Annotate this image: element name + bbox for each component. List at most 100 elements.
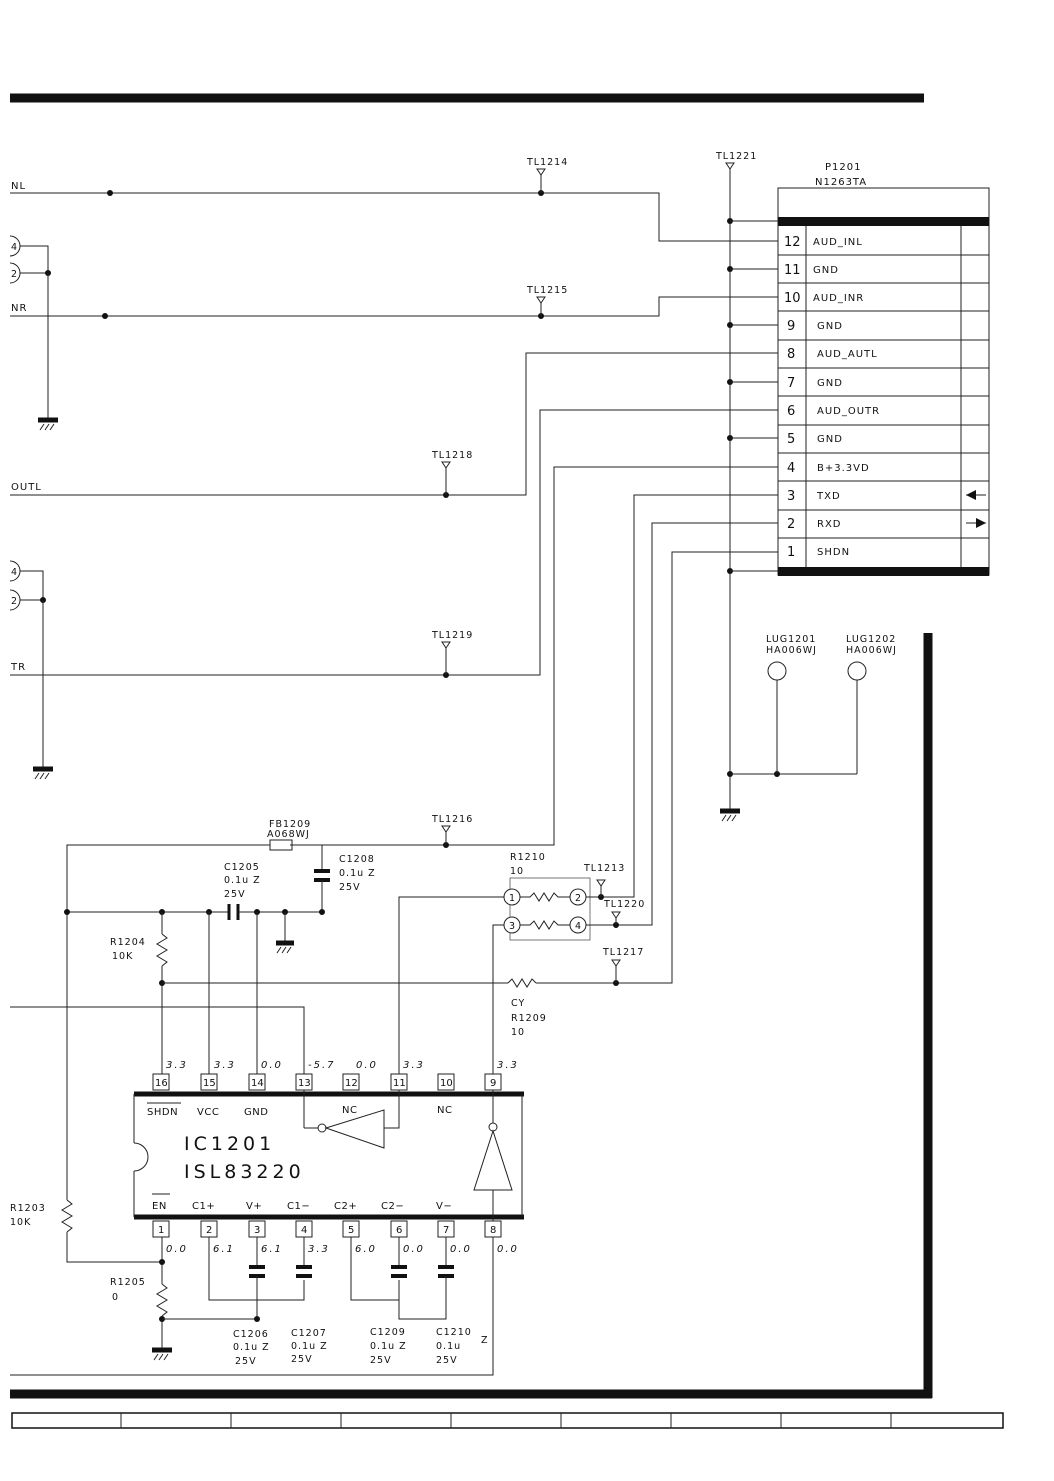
net-aud-inr bbox=[10, 296, 778, 319]
connector-pin-5-num: 5 bbox=[787, 432, 795, 447]
rxd-direction-arrow-icon bbox=[966, 518, 986, 528]
net-pin8-gnd bbox=[10, 1237, 494, 1376]
voltage-pin-13: -5.7 bbox=[308, 1060, 336, 1071]
test-point-tl1214 bbox=[536, 168, 546, 176]
r1210-val: 10 bbox=[510, 866, 524, 877]
r1210-pin-2: 2 bbox=[575, 893, 582, 904]
c1210-val: 0.1u bbox=[436, 1341, 461, 1352]
ic-pin-10: 10 bbox=[440, 1078, 453, 1089]
r1210-pin-3: 3 bbox=[509, 921, 516, 932]
net-aud-outl bbox=[10, 352, 778, 498]
ic-pin-8: 8 bbox=[490, 1225, 496, 1236]
voltage-pin-8: 0.0 bbox=[497, 1244, 519, 1255]
r1203-ref: R1203 bbox=[10, 1203, 46, 1214]
ic-signal-c1m: C1− bbox=[287, 1201, 310, 1212]
ic-pin-13: 13 bbox=[298, 1078, 311, 1089]
connector-pin-3-name: TXD bbox=[816, 491, 841, 502]
net-shdn bbox=[162, 551, 778, 988]
c1209-ref: C1209 bbox=[370, 1327, 406, 1338]
ic-top-pins bbox=[152, 1073, 502, 1091]
ic-signal-nc-10: NC bbox=[437, 1105, 452, 1116]
test-point-tl1216 bbox=[441, 825, 451, 833]
c1206-volt: 25V bbox=[235, 1356, 257, 1367]
connector-ref: P1201 bbox=[825, 162, 861, 173]
ic-pin-15: 15 bbox=[203, 1078, 216, 1089]
ic-part: ISL83220 bbox=[184, 1161, 305, 1183]
lug1202 bbox=[847, 661, 867, 774]
voltage-pin-1: 0.0 bbox=[166, 1244, 188, 1255]
c1208-ref: C1208 bbox=[339, 854, 375, 865]
test-point-label-tl1221: TL1221 bbox=[715, 151, 757, 162]
ic-pin-7: 7 bbox=[443, 1225, 449, 1236]
ic-signal-gnd: GND bbox=[244, 1107, 268, 1118]
jack-upper-pin-b: 2 bbox=[11, 269, 18, 280]
net-aud-inl bbox=[10, 175, 778, 242]
connector-pin-11-num: 11 bbox=[784, 263, 801, 278]
net-label-aud-outr: TR bbox=[10, 662, 26, 673]
net-label-aud-inr: NR bbox=[11, 303, 27, 314]
test-point-label-tl1219: TL1219 bbox=[431, 630, 473, 641]
net-aud-outr bbox=[10, 409, 778, 678]
connector-pin-7-name: GND bbox=[817, 378, 843, 389]
test-point-label-tl1216: TL1216 bbox=[431, 814, 473, 825]
fb1209-part: A068WJ bbox=[267, 829, 310, 840]
r1203-val: 10K bbox=[10, 1217, 31, 1228]
r1210-pin-1: 1 bbox=[509, 893, 516, 904]
test-point-tl1221 bbox=[725, 162, 735, 170]
connector-part: N1263TA bbox=[815, 177, 867, 188]
test-point-label-tl1215: TL1215 bbox=[526, 285, 568, 296]
connector-pin-1-name: SHDN bbox=[817, 547, 850, 558]
lug1202-part: HA006WJ bbox=[846, 645, 897, 656]
connector-pin-2-name: RXD bbox=[817, 519, 842, 530]
r1209-val: 10 bbox=[511, 1027, 525, 1038]
connector-pin-12-num: 12 bbox=[784, 235, 801, 250]
c1210-ref: C1210 bbox=[436, 1327, 472, 1338]
c1205-val: 0.1u Z bbox=[224, 875, 261, 886]
c1208-volt: 25V bbox=[339, 882, 361, 893]
resistor-r1205 bbox=[152, 1237, 257, 1361]
capacitor-c1206 bbox=[249, 1237, 265, 1322]
test-point-tl1213 bbox=[596, 879, 606, 887]
voltage-pin-12: 0.0 bbox=[356, 1060, 378, 1071]
net-rxd bbox=[492, 522, 778, 1074]
ic-signal-shdn: SHDN bbox=[147, 1107, 178, 1118]
ic-pin-14: 14 bbox=[251, 1078, 264, 1089]
c1209-volt: 25V bbox=[370, 1355, 392, 1366]
connector-pin-8-name: AUD_AUTL bbox=[817, 349, 878, 360]
net-txd bbox=[398, 494, 778, 1074]
test-point-label-tl1217: TL1217 bbox=[602, 947, 644, 958]
lug1201-part: HA006WJ bbox=[766, 645, 817, 656]
ic-signal-c2p: C2+ bbox=[334, 1201, 357, 1212]
connector-pin-6-num: 6 bbox=[787, 404, 795, 419]
ic-pin-9: 9 bbox=[490, 1078, 496, 1089]
capacitor-c1209 bbox=[350, 1237, 407, 1301]
connector-pin-6-name: AUD_OUTR bbox=[817, 406, 880, 417]
c1208-val: 0.1u Z bbox=[339, 868, 376, 879]
c1210-volt: 25V bbox=[436, 1355, 458, 1366]
test-point-label-tl1214: TL1214 bbox=[526, 157, 568, 168]
voltage-pin-14: 0.0 bbox=[261, 1060, 283, 1071]
connector-pin-1-num: 1 bbox=[787, 545, 795, 560]
r1209-note: CY bbox=[511, 998, 525, 1009]
ic-pin-4: 4 bbox=[301, 1225, 307, 1236]
net-b3v3 bbox=[66, 466, 778, 1200]
connector-pin-10-num: 10 bbox=[784, 291, 801, 306]
voltage-pin-7: 0.0 bbox=[450, 1244, 472, 1255]
connector-pin-9-name: GND bbox=[817, 321, 843, 332]
connector-pin-9-num: 9 bbox=[787, 319, 795, 334]
ic-bottom-pins bbox=[152, 1220, 502, 1238]
lug1201-ref: LUG1201 bbox=[766, 634, 816, 645]
voltage-pin-4: 3.3 bbox=[308, 1244, 330, 1255]
voltage-pin-11: 3.3 bbox=[403, 1060, 425, 1071]
net-label-aud-inl: NL bbox=[11, 181, 26, 192]
txd-direction-arrow-icon bbox=[966, 490, 986, 500]
c1210-z: Z bbox=[481, 1335, 489, 1346]
ic-pin-11: 11 bbox=[393, 1078, 406, 1089]
r1210-pin-4: 4 bbox=[575, 921, 582, 932]
c1207-ref: C1207 bbox=[291, 1328, 327, 1339]
ic-pin-6: 6 bbox=[396, 1225, 402, 1236]
test-point-tl1219 bbox=[441, 641, 451, 649]
ic-signal-vplus: V+ bbox=[246, 1201, 262, 1212]
jack-lower-pin-b: 2 bbox=[11, 596, 18, 607]
ic-signal-vcc: VCC bbox=[197, 1107, 219, 1118]
